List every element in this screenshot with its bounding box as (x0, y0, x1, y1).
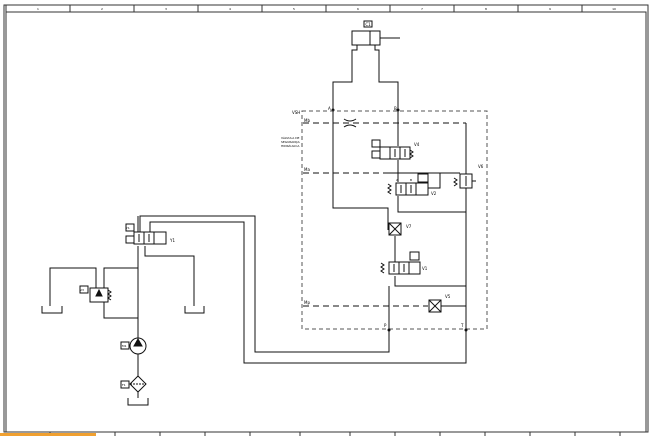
v6-label: V6 (478, 164, 484, 169)
ruler-tick-label: 9 (549, 7, 551, 11)
valve-v5 (428, 299, 442, 313)
v1-label: V1 (422, 266, 428, 271)
progress-accent-bar (0, 433, 96, 436)
port-b-label: B (394, 106, 397, 111)
ruler-tick-label: 3 (165, 7, 167, 11)
mb-pilot-line: Mb (303, 118, 466, 128)
bottom-ruler (49, 432, 621, 436)
tank-symbols (41, 306, 205, 406)
cylinder-lines (332, 45, 399, 110)
block-note-line-1: VÁLVULA DE (281, 135, 300, 140)
v7-label: V7 (406, 224, 412, 229)
valve-v1 (380, 251, 421, 275)
mp-pilot-line: Mp (303, 300, 428, 307)
relief-tag: V3 (80, 288, 84, 292)
ma-label: Ma (304, 167, 310, 172)
top-ruler: 1 2 3 4 5 6 7 8 9 10 (5, 5, 616, 12)
valve-v7 (388, 222, 402, 236)
ruler-tick-label: 5 (293, 7, 295, 11)
mb-label: Mb (304, 118, 310, 123)
valve-y1 (125, 223, 167, 245)
ruler-tick-label: 1 (37, 7, 39, 11)
block-note-line-2: SEGURANÇA (281, 140, 301, 144)
drawing-inner-frame (5, 11, 647, 433)
block-note-line-3: HIDRÁULICA (281, 143, 300, 148)
block-internal-lines (332, 110, 467, 330)
ruler-tick-label: 4 (229, 7, 231, 11)
vsh-label: VSH (292, 110, 300, 115)
y1-label: Y1 (169, 238, 175, 243)
ruler-tick-label: 2 (101, 7, 103, 11)
valve-v2 (387, 173, 429, 196)
pump-symbol (120, 337, 147, 355)
v4-label: V4 (414, 142, 420, 147)
mp-label: Mp (304, 300, 310, 305)
valve-v4 (371, 139, 414, 160)
pump-tag: M1 (122, 344, 127, 348)
ruler-tick-label: 8 (485, 7, 487, 11)
pressure-relief-valve (79, 285, 112, 303)
ruler-tick-label: 6 (357, 7, 359, 11)
valve-block-boundary (301, 110, 488, 330)
port-t-label: T (460, 323, 464, 328)
ruler-tick-label: 7 (421, 7, 423, 11)
port-p-label: P (384, 323, 387, 328)
ma-pilot-line: Ma (303, 167, 460, 174)
valve-v6 (453, 173, 476, 189)
supply-return-lines (49, 215, 467, 398)
y1-tag: Y1 (126, 226, 130, 230)
filter-tag: F1 (122, 383, 126, 387)
filter-symbol (120, 375, 147, 393)
port-a-label: A (328, 106, 331, 111)
v5-label: V5 (445, 294, 451, 299)
cylinder-c1 (351, 20, 400, 50)
drawing-frame (3, 4, 649, 433)
ruler-tick-label: 10 (612, 7, 616, 11)
v2-label: V2 (431, 191, 437, 196)
v2-port-a: A (396, 178, 399, 182)
cylinder-tag: C1 (365, 22, 371, 27)
v2-port-b: B (410, 178, 412, 182)
